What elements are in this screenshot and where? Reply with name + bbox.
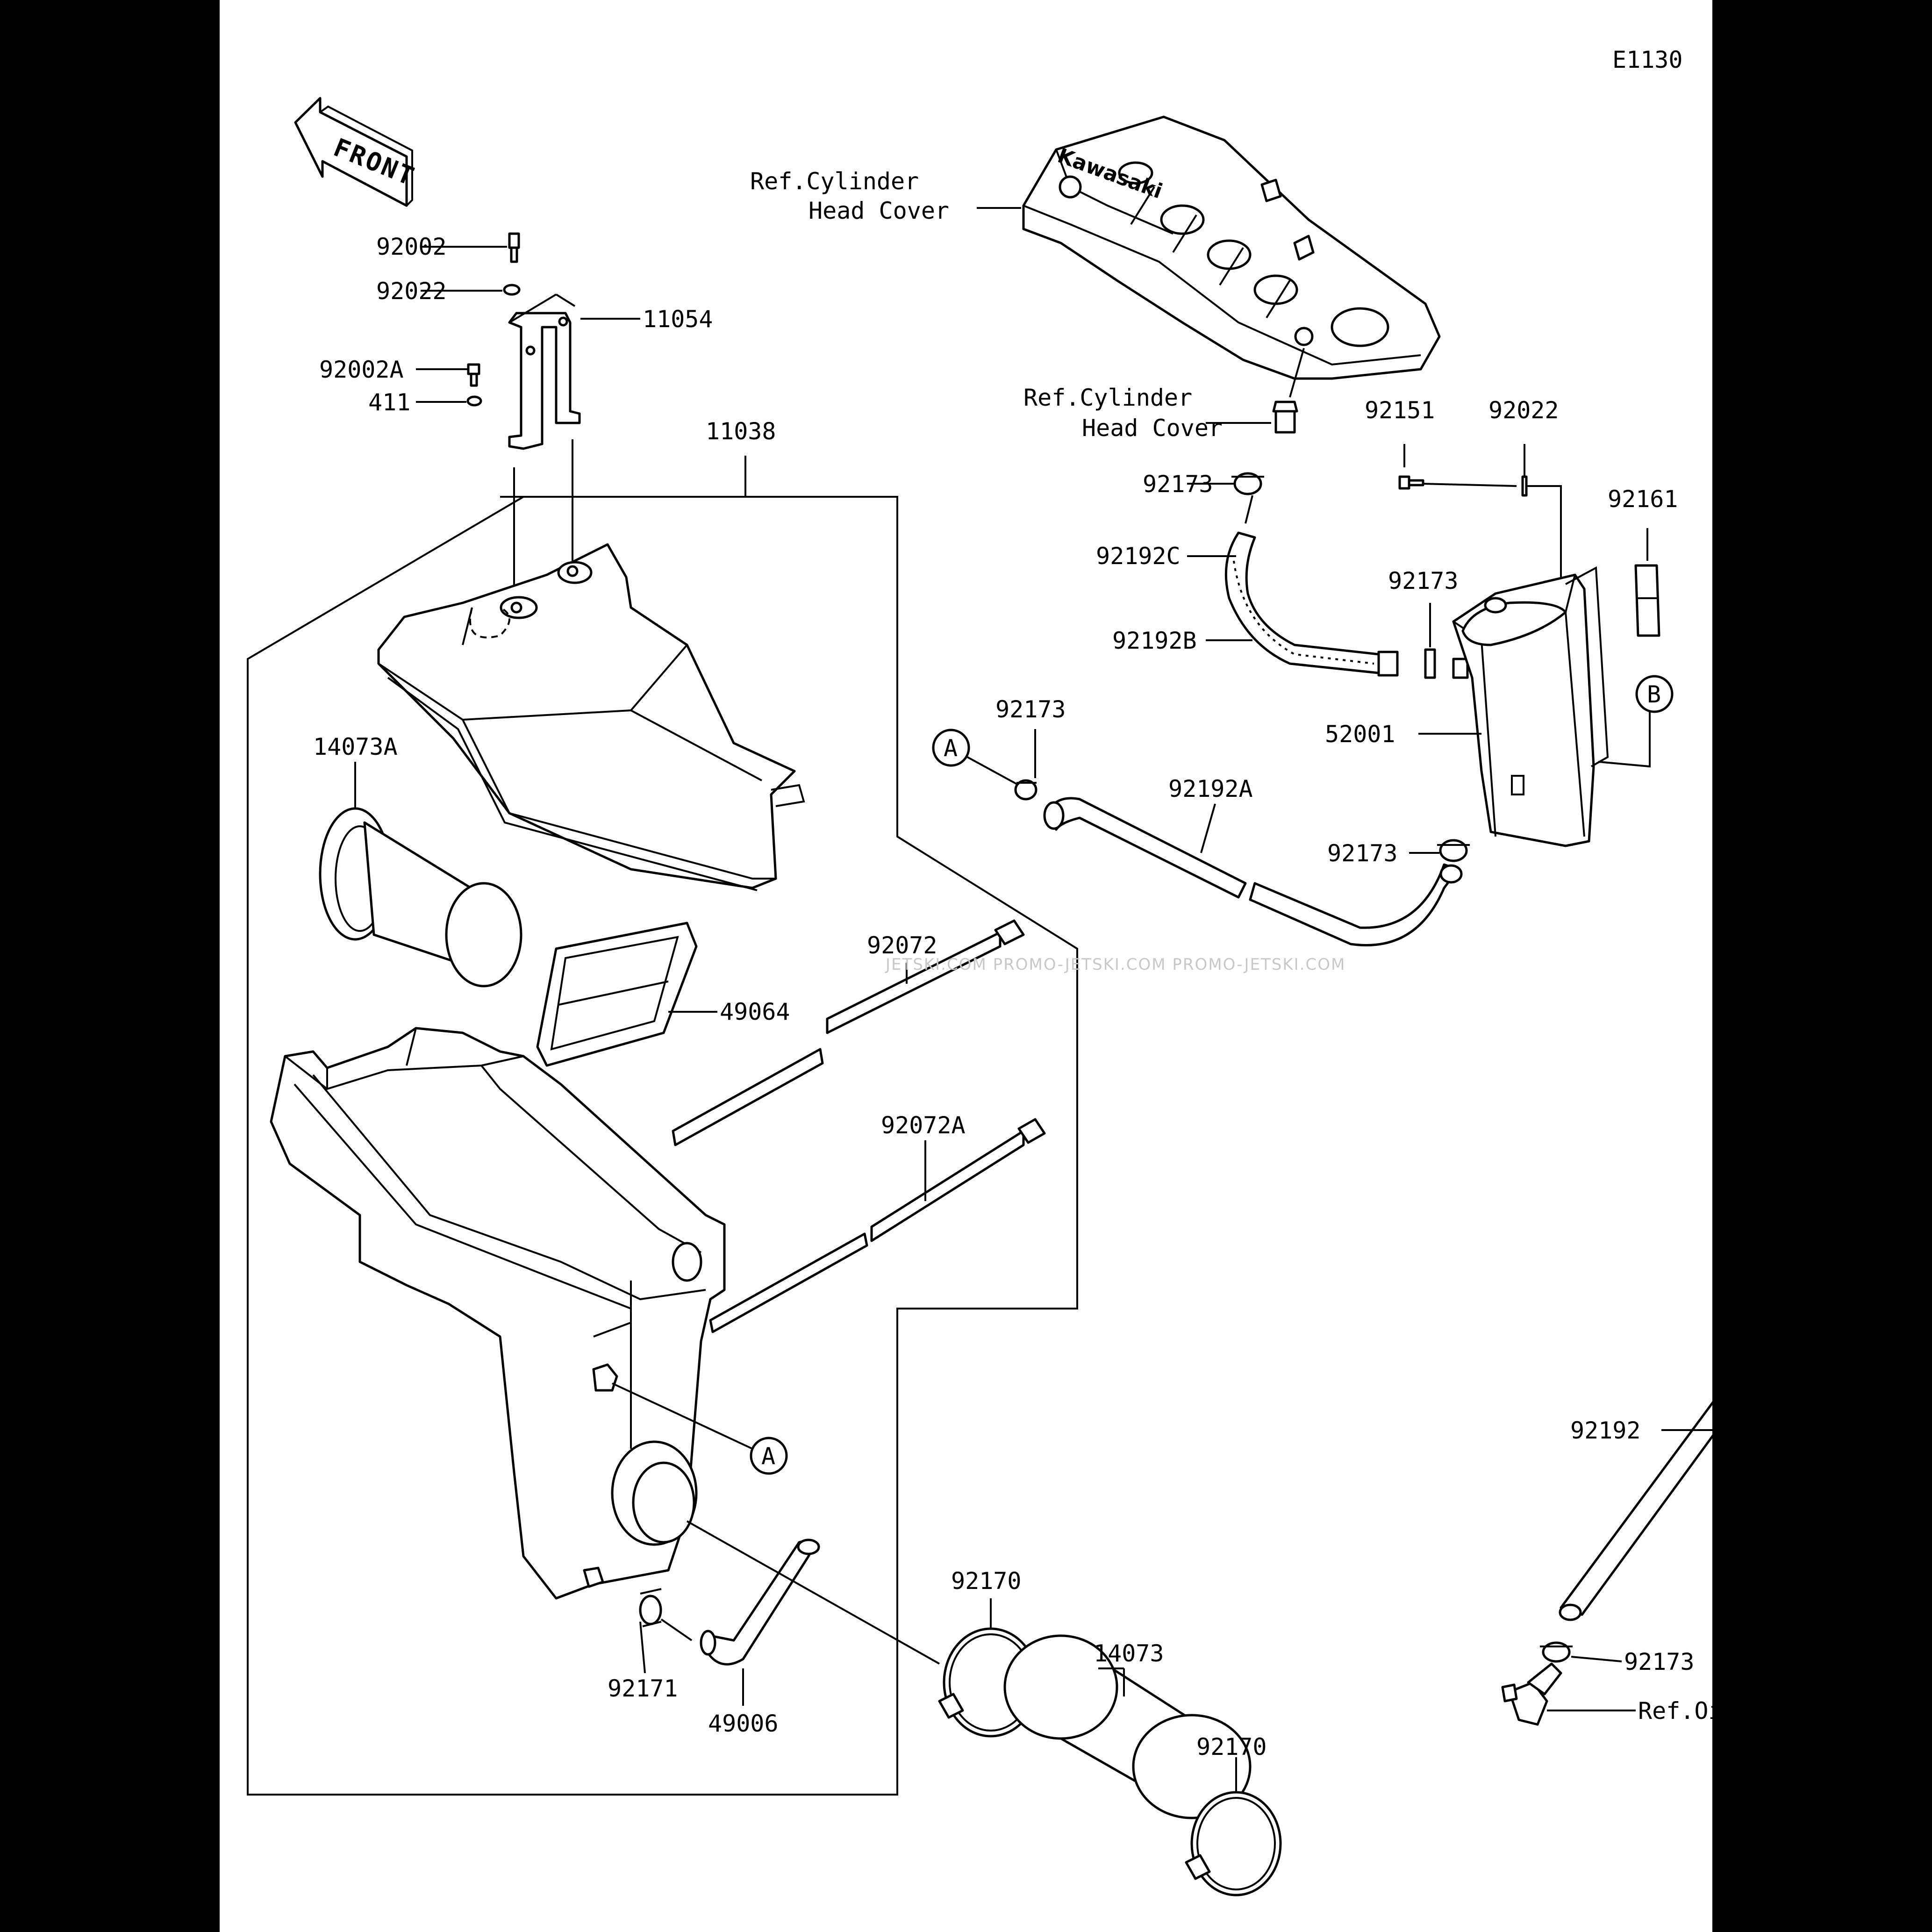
part-92002A: 92002A xyxy=(319,356,404,383)
part-92072A: 92072A xyxy=(881,1112,966,1139)
air-filter-14073A xyxy=(319,807,522,987)
part-92022-right: 92022 xyxy=(1488,397,1559,424)
part-11038: 11038 xyxy=(706,418,776,445)
ref-oil-pan: Ref.Oil Pan xyxy=(1638,1697,1712,1724)
part-92161: 92161 xyxy=(1608,486,1678,513)
part-92022: 92022 xyxy=(376,278,447,305)
gasket-49064 xyxy=(536,922,698,1067)
watermark: JETSKI.COM PROMO-JETSKI.COM PROMO-JETSKI… xyxy=(885,955,1345,974)
clamp-92171 xyxy=(639,1588,662,1627)
part-92002: 92002 xyxy=(376,233,447,260)
bracket-11054 xyxy=(508,293,581,450)
ref-cylinder-head-cover-2-line2: Head Cover xyxy=(1082,415,1223,442)
callout-A-lower xyxy=(750,1437,788,1475)
separator-nipple xyxy=(1452,658,1469,679)
washer-411 xyxy=(466,395,482,407)
oil-pan-fitting xyxy=(1501,1662,1562,1726)
clamp-92173-left xyxy=(1014,779,1038,801)
cylinder-head-cover: Kawasaki xyxy=(1022,115,1441,380)
washer-92022 xyxy=(503,284,521,296)
hose-92192A xyxy=(1043,797,1463,946)
clamp-92173-top xyxy=(1231,472,1264,495)
cable-tie-92072A xyxy=(709,1118,1046,1333)
bolt-92151 xyxy=(1398,475,1424,490)
part-49064: 49064 xyxy=(720,998,790,1025)
assembly-frame xyxy=(247,496,1078,1796)
part-14073A: 14073A xyxy=(313,733,398,760)
clamp-92173-tank xyxy=(1437,839,1470,862)
diagram-sheet: E1130 FRONT 11038 92002 92022 11054 9200… xyxy=(220,0,1712,1932)
part-14073: 14073 xyxy=(1094,1640,1164,1667)
part-92192A: 92192A xyxy=(1168,775,1253,802)
corrugated-hose-92192B xyxy=(1224,531,1399,677)
ref-cylinder-head-cover-1-line2: Head Cover xyxy=(809,197,949,224)
part-92192: 92192 xyxy=(1570,1417,1641,1444)
part-92192C: 92192C xyxy=(1096,543,1181,570)
diagram-code: E1130 xyxy=(1612,46,1683,73)
callout-A-lower-text: A xyxy=(761,1443,775,1470)
washer-92022-right xyxy=(1521,475,1528,497)
ref-cylinder-head-cover-2-line1: Ref.Cylinder xyxy=(1023,384,1192,411)
callout-A-upper xyxy=(932,729,970,767)
callout-B-upper xyxy=(1635,675,1674,713)
part-92173-left: 92173 xyxy=(995,696,1066,723)
bolt-92002A xyxy=(467,363,480,387)
cable-tie-92072 xyxy=(672,919,1025,1146)
part-92171: 92171 xyxy=(608,1675,678,1702)
bolt-92002 xyxy=(508,232,520,263)
ref-cylinder-head-cover-1-line1: Ref.Cylinder xyxy=(750,168,919,195)
callout-B-upper-text: B xyxy=(1647,681,1661,708)
part-92173-tank: 92173 xyxy=(1327,840,1398,867)
part-11054: 11054 xyxy=(643,306,713,333)
part-92170-lower: 92170 xyxy=(1196,1733,1267,1760)
part-92072: 92072 xyxy=(867,932,937,959)
callout-A-upper-text: A xyxy=(944,735,958,762)
oil-separator-tank-52001 xyxy=(1452,566,1609,847)
air-box-lower-case xyxy=(270,1027,726,1600)
part-92170-upper: 92170 xyxy=(951,1567,1022,1595)
clamp-92173-bottom xyxy=(1540,1641,1573,1663)
part-92173-top: 92173 xyxy=(1143,471,1213,498)
part-411: 411 xyxy=(368,389,410,416)
clamp-92173-mid xyxy=(1424,648,1436,679)
cap-92161 xyxy=(1634,564,1660,637)
air-box-upper-cover xyxy=(377,543,805,891)
breather-fitting xyxy=(1272,401,1298,434)
duct-14073 xyxy=(1003,1634,1252,1819)
exploded-parts-diagram: E1130 FRONT 11038 92002 92022 11054 9200… xyxy=(247,46,1712,1896)
hose-49006 xyxy=(700,1538,820,1666)
part-52001: 52001 xyxy=(1325,721,1395,748)
part-92173-bottom: 92173 xyxy=(1624,1648,1695,1675)
part-92192B: 92192B xyxy=(1112,627,1197,654)
part-49006: 49006 xyxy=(708,1710,779,1737)
part-92173-mid: 92173 xyxy=(1388,567,1459,594)
hose-92192 xyxy=(1559,1401,1712,1621)
front-direction-arrow: FRONT xyxy=(294,97,420,207)
part-92151: 92151 xyxy=(1365,397,1435,424)
